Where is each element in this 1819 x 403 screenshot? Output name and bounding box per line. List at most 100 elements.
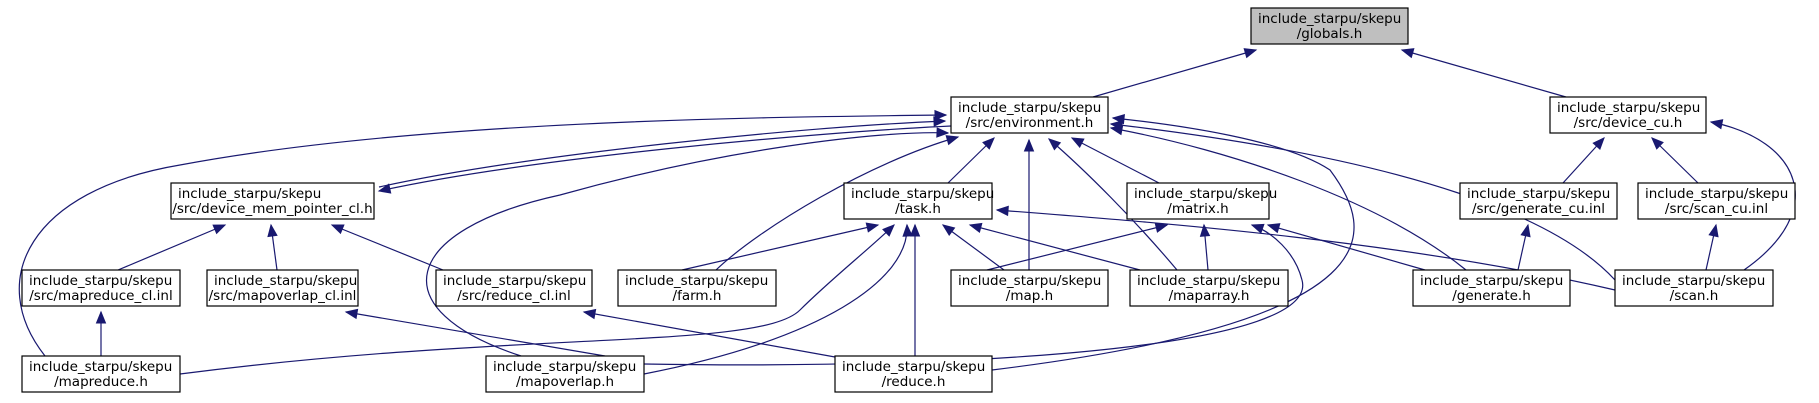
edge-scan_cu-to-device_cu (1651, 137, 1699, 184)
arrowhead (344, 308, 359, 320)
node-box (21, 355, 181, 393)
arrowhead (1070, 137, 1085, 148)
node-box (1459, 182, 1618, 220)
file-nodes: include_starpu/skepu/globals.hinclude_st… (21, 7, 1796, 393)
edge-task-to-environment (947, 137, 995, 184)
node-label-line2: /task.h (895, 201, 941, 217)
node-farm[interactable]: include_starpu/skepu/farm.h (617, 269, 777, 307)
node-label-line1: include_starpu/skepu (1134, 186, 1277, 202)
edge-mapreduce-to-task (179, 224, 895, 375)
node-device-cu[interactable]: include_starpu/skepu/src/device_cu.h (1549, 96, 1707, 134)
node-label-line1: include_starpu/skepu (1258, 11, 1401, 27)
edge-reduce-to-environment (991, 113, 1355, 371)
node-scan[interactable]: include_starpu/skepu/scan.h (1614, 269, 1774, 307)
node-box (1614, 269, 1774, 307)
edge-device_cu-to-globals (1400, 48, 1567, 98)
node-label-line2: /map.h (1006, 288, 1053, 304)
edge-generate_cu-to-device_cu (1562, 137, 1605, 184)
arrowhead (377, 183, 392, 194)
edge-scan-to-scan_cu (1705, 223, 1719, 271)
arrowhead (1592, 137, 1605, 151)
node-matrix[interactable]: include_starpu/skepu/matrix.h (1126, 182, 1277, 220)
node-label-line1: include_starpu/skepu (214, 273, 357, 289)
node-box (21, 269, 181, 307)
node-scan-cu[interactable]: include_starpu/skepu/src/scan_cu.inl (1637, 182, 1796, 220)
node-label-line1: include_starpu/skepu (443, 273, 586, 289)
node-mapreduce-cl[interactable]: include_starpu/skepu/src/mapreduce_cl.in… (21, 269, 181, 307)
edge-reduce-to-task (909, 223, 921, 356)
arrowhead (1651, 137, 1664, 150)
node-reduce[interactable]: include_starpu/skepu/reduce.h (834, 355, 993, 393)
node-task[interactable]: include_starpu/skepu/task.h (843, 182, 994, 220)
node-box (206, 269, 359, 307)
edge-scan-to-device_cu (1709, 119, 1796, 271)
node-mapreduce[interactable]: include_starpu/skepu/mapreduce.h (21, 355, 181, 393)
node-box (950, 269, 1109, 307)
node-label-line1: include_starpu/skepu (29, 359, 172, 375)
arrowhead (212, 224, 227, 235)
edge-maparray-to-matrix (1199, 223, 1211, 271)
node-box (950, 96, 1109, 134)
node-label-line2: /reduce.h (882, 374, 946, 390)
edge-map-to-environment (1023, 138, 1035, 270)
node-label-line1: include_starpu/skepu (1467, 186, 1610, 202)
node-label-line2: /farm.h (673, 288, 722, 304)
node-maparray[interactable]: include_starpu/skepu/maparray.h (1129, 269, 1289, 307)
edge-farm-to-task (681, 222, 880, 271)
node-label-line1: include_starpu/skepu (842, 359, 985, 375)
node-box (1126, 182, 1270, 220)
node-label-line1: include_starpu/skepu (1557, 100, 1700, 116)
edge-mapoverlap-to-mapoverlap_cl (344, 308, 606, 357)
node-box (1412, 269, 1571, 307)
node-generate-cu[interactable]: include_starpu/skepu/src/generate_cu.inl (1459, 182, 1618, 220)
node-device-mem-pointer-cl[interactable]: include_starpu/skepu/src/device_mem_poin… (170, 182, 375, 220)
arrowhead (909, 223, 921, 237)
arrowhead (95, 310, 107, 324)
edge-mapoverlap-to-environment (425, 127, 950, 357)
edge-maparray-to-task (968, 222, 1141, 271)
node-environment[interactable]: include_starpu/skepu/src/environment.h (950, 96, 1109, 134)
arrowhead (267, 223, 278, 238)
node-mapoverlap[interactable]: include_starpu/skepu/mapoverlap.h (485, 355, 645, 393)
node-box (1129, 269, 1289, 307)
arrowhead (1708, 223, 1719, 238)
node-label-line2: /generate.h (1452, 288, 1531, 304)
edge-generate-to-matrix (1266, 223, 1426, 271)
edge-scan-to-environment (1109, 120, 1616, 281)
edge-matrix-to-environment (1070, 137, 1160, 184)
node-box (1250, 7, 1409, 45)
node-mapoverlap-cl[interactable]: include_starpu/skepu/src/mapoverlap_cl.i… (206, 269, 359, 307)
node-reduce-cl[interactable]: include_starpu/skepu/src/reduce_cl.inl (435, 269, 593, 307)
node-label-line2: /src/mapoverlap_cl.inl (209, 288, 357, 304)
node-label-line2: /mapreduce.h (54, 374, 148, 390)
edge-generate-to-generate_cu (1517, 223, 1531, 271)
arrowhead (936, 127, 950, 138)
arrowhead (945, 135, 960, 146)
edge-mapoverlap-to-task (643, 223, 913, 375)
edge-environment-to-globals (1092, 48, 1258, 98)
arrowhead (941, 224, 956, 237)
node-box (1549, 96, 1707, 134)
node-label-line2: /src/device_mem_pointer_cl.h (172, 201, 372, 217)
arrowhead (865, 222, 880, 233)
node-label-line2: /src/reduce_cl.inl (457, 288, 571, 304)
edge-reduce-to-reduce_cl (582, 308, 836, 358)
edge-environment-to-device_mem_pointer_cl (377, 125, 952, 194)
node-label-line2: /src/device_cu.h (1574, 115, 1683, 131)
node-generate[interactable]: include_starpu/skepu/generate.h (1412, 269, 1571, 307)
arrowhead (1250, 223, 1265, 234)
node-label-line2: /maparray.h (1169, 288, 1250, 304)
edge-mapreduce_cl-to-device_mem_pointer_cl (117, 224, 227, 271)
node-label-line2: /src/mapreduce_cl.inl (29, 288, 172, 304)
node-label-line1: include_starpu/skepu (958, 100, 1101, 116)
node-label-line1: include_starpu/skepu (493, 359, 636, 375)
node-label-line1: include_starpu/skepu (1420, 273, 1563, 289)
node-map[interactable]: include_starpu/skepu/map.h (950, 269, 1109, 307)
node-label-line1: include_starpu/skepu (1645, 186, 1788, 202)
node-box (617, 269, 777, 307)
node-globals[interactable]: include_starpu/skepu/globals.h (1250, 7, 1409, 45)
edge-map-to-matrix (986, 222, 1169, 271)
arrowhead (330, 224, 345, 235)
edge-mapoverlap_cl-to-device_mem_pointer_cl (267, 223, 278, 271)
